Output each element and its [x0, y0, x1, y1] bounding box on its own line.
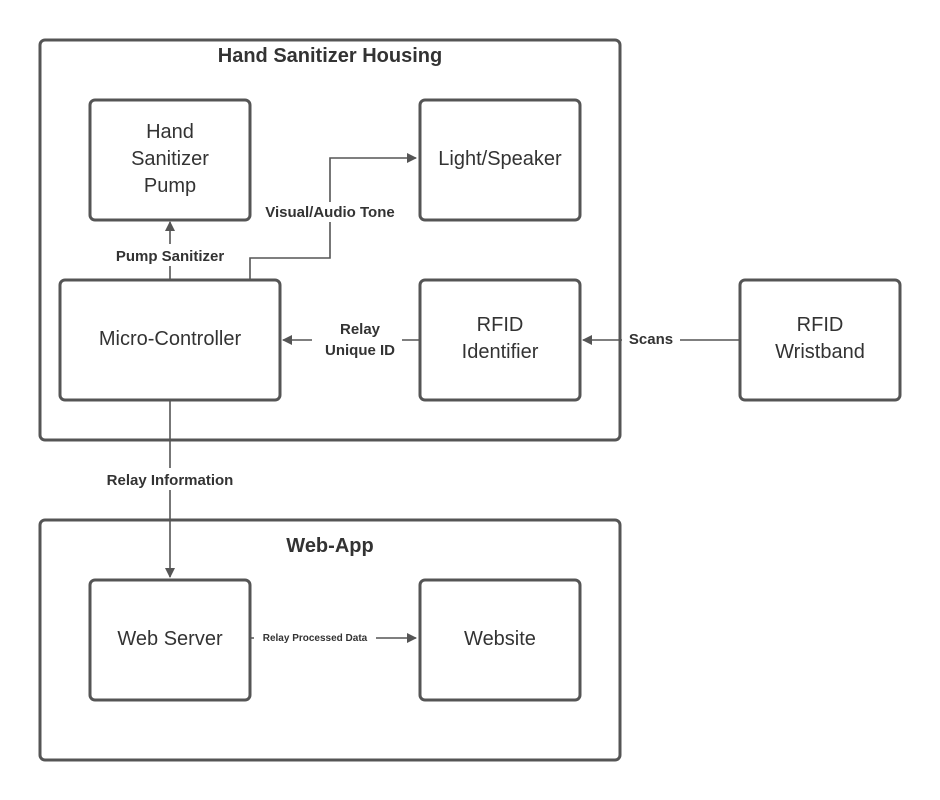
- pump-sanitizer-label: Pump Sanitizer: [116, 248, 225, 265]
- edge-relay-unique-id: Relay Unique ID: [282, 318, 420, 360]
- relay-processed-data-label: Relay Processed Data: [263, 633, 368, 644]
- rfid-identifier-label-line2: Identifier: [462, 341, 539, 363]
- edge-relay-processed-data: Relay Processed Data: [250, 631, 417, 645]
- housing-title: Hand Sanitizer Housing: [218, 45, 442, 67]
- node-rfid-identifier: RFID Identifier: [418, 278, 582, 402]
- scans-label: Scans: [629, 331, 673, 348]
- node-hand-sanitizer-pump: Hand Sanitizer Pump: [88, 98, 252, 222]
- visual-audio-tone-label-bg: [258, 202, 402, 222]
- edge-pump-sanitizer: Pump Sanitizer: [100, 221, 242, 280]
- pump-label-line3: Pump: [144, 175, 196, 197]
- node-rfid-wristband: RFID Wristband: [738, 278, 902, 402]
- rfid-wristband-label-line1: RFID: [797, 314, 844, 336]
- light-speaker-label: Light/Speaker: [438, 148, 562, 170]
- rfid-wristband-box: [738, 278, 902, 402]
- edge-visual-audio-tone: Visual/Audio Tone: [249, 153, 417, 280]
- rfid-identifier-label-line1: RFID: [477, 314, 524, 336]
- edge-relay-information: Relay Information: [92, 400, 248, 578]
- pump-box: [88, 98, 252, 222]
- light-speaker-box: [418, 98, 582, 222]
- visual-audio-tone-arrow: [249, 153, 417, 280]
- webapp-border: [38, 518, 622, 762]
- node-micro-controller: Micro-Controller: [58, 278, 282, 402]
- visual-audio-tone-label: Visual/Audio Tone: [265, 204, 394, 221]
- relay-unique-id-label-bg: [312, 318, 402, 360]
- relay-processed-data-label-bg: [254, 631, 376, 645]
- relay-unique-id-label-line1: Relay: [340, 321, 381, 338]
- scans-label-bg: [622, 330, 680, 350]
- hand-sanitizer-housing-container: Hand Sanitizer Housing: [38, 38, 622, 442]
- edge-scans: Scans: [582, 330, 740, 350]
- website-box: [418, 578, 582, 702]
- relay-information-label-bg: [92, 468, 248, 490]
- node-light-speaker: Light/Speaker: [418, 98, 582, 222]
- micro-controller-label: Micro-Controller: [99, 328, 242, 350]
- web-server-box: [88, 578, 252, 702]
- pump-label-line2: Sanitizer: [131, 148, 209, 170]
- webapp-title: Web-App: [286, 535, 373, 557]
- housing-border: [38, 38, 622, 442]
- rfid-wristband-label-line2: Wristband: [775, 341, 865, 363]
- relay-information-label: Relay Information: [107, 472, 234, 489]
- rfid-identifier-box: [418, 278, 582, 402]
- website-label: Website: [464, 628, 536, 650]
- micro-controller-box: [58, 278, 282, 402]
- pump-label-line1: Hand: [146, 121, 194, 143]
- relay-unique-id-label-line2: Unique ID: [325, 342, 395, 359]
- web-app-container: Web-App: [38, 518, 622, 762]
- node-web-server: Web Server: [88, 578, 252, 702]
- web-server-label: Web Server: [117, 628, 223, 650]
- node-website: Website: [418, 578, 582, 702]
- pump-sanitizer-label-bg: [100, 244, 242, 266]
